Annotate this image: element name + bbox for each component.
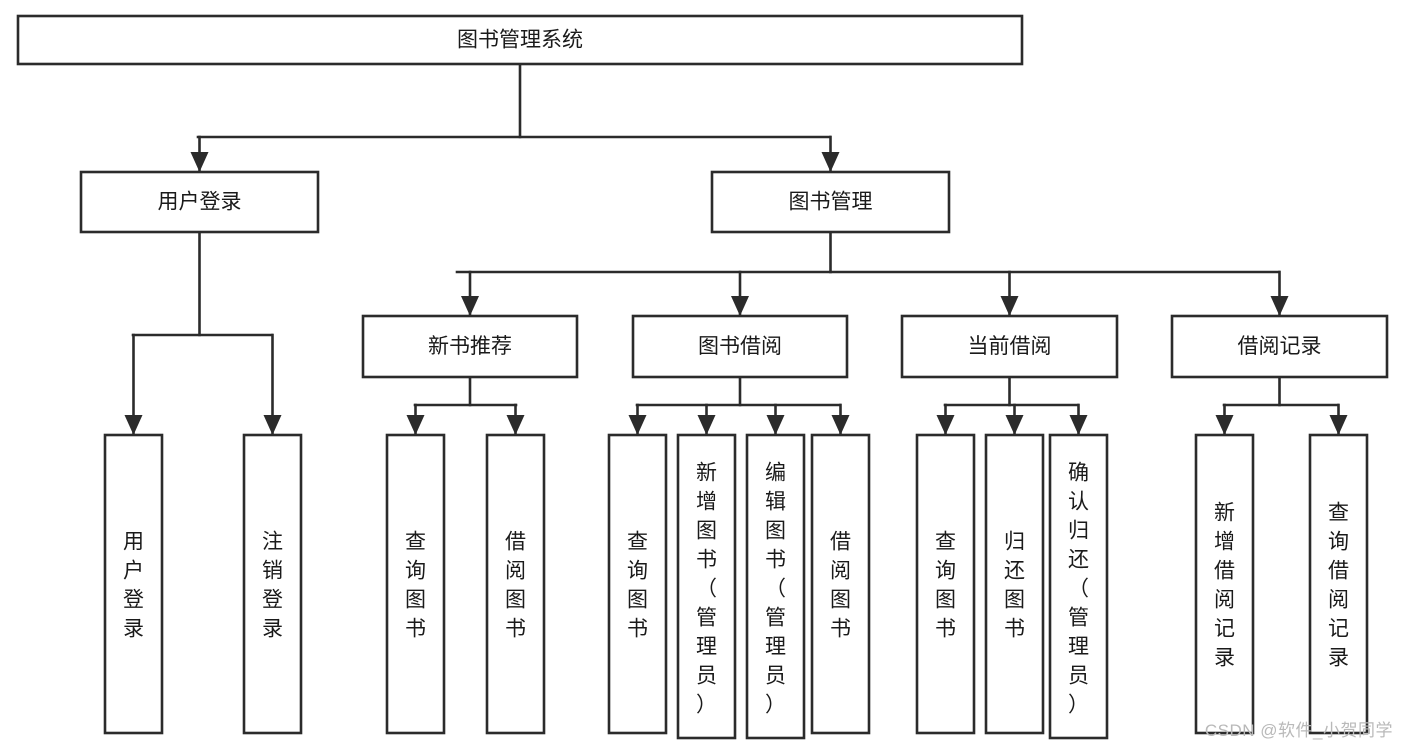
arrow-head-icon-leaf-borrow-book-2 — [831, 415, 850, 435]
node-box-leaf-borrow-book-1 — [485, 433, 546, 735]
node-label-new-book-rec: 新书推荐 — [428, 335, 512, 358]
node-label-user-login: 用户登录 — [158, 191, 242, 214]
node-label-current-borrow: 当前借阅 — [968, 335, 1052, 358]
watermark-label: CSDN @软件_小贺同学 — [1204, 721, 1393, 740]
arrow-head-icon-leaf-edit-book — [766, 415, 785, 435]
node-current-borrow[interactable]: 当前借阅 — [900, 314, 1119, 379]
node-root[interactable]: 图书管理系统 — [16, 14, 1024, 66]
arrow-head-icon-leaf-return-book — [1005, 415, 1024, 435]
node-label-leaf-query-record: 查询借阅记录 — [1328, 502, 1349, 670]
node-label-leaf-query-book-3: 查询图书 — [935, 531, 956, 641]
node-label-leaf-confirm-return: 确认归还（管理员） — [1068, 462, 1089, 717]
node-box-book-manage — [710, 170, 951, 234]
arrow-head-icon-book-borrow — [731, 296, 749, 316]
node-label-leaf-borrow-book-2: 借阅图书 — [830, 531, 851, 641]
node-borrow-record[interactable]: 借阅记录 — [1170, 314, 1389, 379]
node-box-leaf-query-book-1 — [385, 433, 446, 735]
node-book-borrow[interactable]: 图书借阅 — [631, 314, 849, 379]
arrow-head-icon-leaf-add-book — [697, 415, 716, 435]
node-label-book-borrow: 图书借阅 — [698, 335, 782, 358]
node-leaf-add-record[interactable]: 新增借阅记录 — [1194, 433, 1255, 735]
node-leaf-user-login[interactable]: 用户登录 — [103, 433, 164, 735]
node-box-leaf-add-record — [1194, 433, 1255, 735]
node-box-leaf-query-book-3 — [915, 433, 976, 735]
arrow-head-icon-leaf-borrow-book-1 — [506, 415, 525, 435]
node-label-leaf-return-book: 归还图书 — [1004, 531, 1025, 641]
node-box-leaf-user-logout — [242, 433, 303, 735]
node-box-leaf-add-book — [676, 433, 737, 740]
node-user-login[interactable]: 用户登录 — [79, 170, 320, 234]
node-label-leaf-edit-book: 编辑图书（管理员） — [765, 462, 786, 717]
node-label-leaf-add-book: 新增图书（管理员） — [696, 462, 717, 717]
node-leaf-confirm-return[interactable]: 确认归还（管理员） — [1048, 433, 1109, 740]
node-label-leaf-user-logout: 注销登录 — [262, 531, 283, 641]
node-box-leaf-query-book-2 — [607, 433, 668, 735]
node-box-book-borrow — [631, 314, 849, 379]
arrow-head-icon-book-manage — [821, 152, 840, 172]
node-leaf-query-book-3[interactable]: 查询图书 — [915, 433, 976, 735]
arrow-head-icon-leaf-confirm-return — [1069, 415, 1088, 435]
node-leaf-return-book[interactable]: 归还图书 — [984, 433, 1045, 735]
node-leaf-query-book-1[interactable]: 查询图书 — [385, 433, 446, 735]
node-label-borrow-record: 借阅记录 — [1238, 335, 1322, 358]
node-leaf-query-record[interactable]: 查询借阅记录 — [1308, 433, 1369, 735]
node-box-leaf-edit-book — [745, 433, 806, 740]
node-box-current-borrow — [900, 314, 1119, 379]
arrow-head-icon-new-book-rec — [461, 296, 479, 316]
arrow-head-icon-user-login — [190, 152, 209, 172]
arrow-head-icon-leaf-user-login — [124, 415, 143, 435]
node-label-leaf-query-book-1: 查询图书 — [405, 531, 426, 641]
arrow-head-icon-leaf-query-book-3 — [936, 415, 955, 435]
node-leaf-borrow-book-1[interactable]: 借阅图书 — [485, 433, 546, 735]
node-leaf-borrow-book-2[interactable]: 借阅图书 — [810, 433, 871, 735]
node-box-leaf-user-login — [103, 433, 164, 735]
arrow-head-icon-leaf-query-book-2 — [628, 415, 647, 435]
node-box-leaf-return-book — [984, 433, 1045, 735]
arrow-head-icon-leaf-add-record — [1215, 415, 1234, 435]
arrow-head-icon-leaf-query-book-1 — [406, 415, 425, 435]
arrow-head-icon-borrow-record — [1270, 296, 1289, 316]
arrow-head-icon-current-borrow — [1000, 296, 1019, 316]
node-label-leaf-borrow-book-1: 借阅图书 — [505, 531, 526, 641]
node-label-leaf-add-record: 新增借阅记录 — [1214, 502, 1235, 670]
node-new-book-rec[interactable]: 新书推荐 — [361, 314, 579, 379]
node-label-root: 图书管理系统 — [457, 29, 583, 52]
node-box-leaf-query-record — [1308, 433, 1369, 735]
edges-layer — [124, 62, 1348, 436]
node-label-leaf-user-login: 用户登录 — [123, 531, 144, 641]
node-label-leaf-query-book-2: 查询图书 — [627, 531, 648, 641]
node-box-new-book-rec — [361, 314, 579, 379]
node-box-user-login — [79, 170, 320, 234]
node-box-leaf-confirm-return — [1048, 433, 1109, 740]
arrow-head-icon-leaf-query-record — [1329, 415, 1348, 435]
node-leaf-add-book[interactable]: 新增图书（管理员） — [676, 433, 737, 740]
node-leaf-query-book-2[interactable]: 查询图书 — [607, 433, 668, 735]
arrow-head-icon-leaf-user-logout — [263, 415, 282, 435]
node-leaf-user-logout[interactable]: 注销登录 — [242, 433, 303, 735]
nodes-layer: 图书管理系统用户登录图书管理新书推荐图书借阅当前借阅借阅记录用户登录注销登录查询… — [16, 14, 1389, 740]
node-book-manage[interactable]: 图书管理 — [710, 170, 951, 234]
node-label-book-manage: 图书管理 — [789, 191, 873, 214]
node-box-leaf-borrow-book-2 — [810, 433, 871, 735]
node-box-borrow-record — [1170, 314, 1389, 379]
node-leaf-edit-book[interactable]: 编辑图书（管理员） — [745, 433, 806, 740]
node-box-root — [16, 14, 1024, 66]
